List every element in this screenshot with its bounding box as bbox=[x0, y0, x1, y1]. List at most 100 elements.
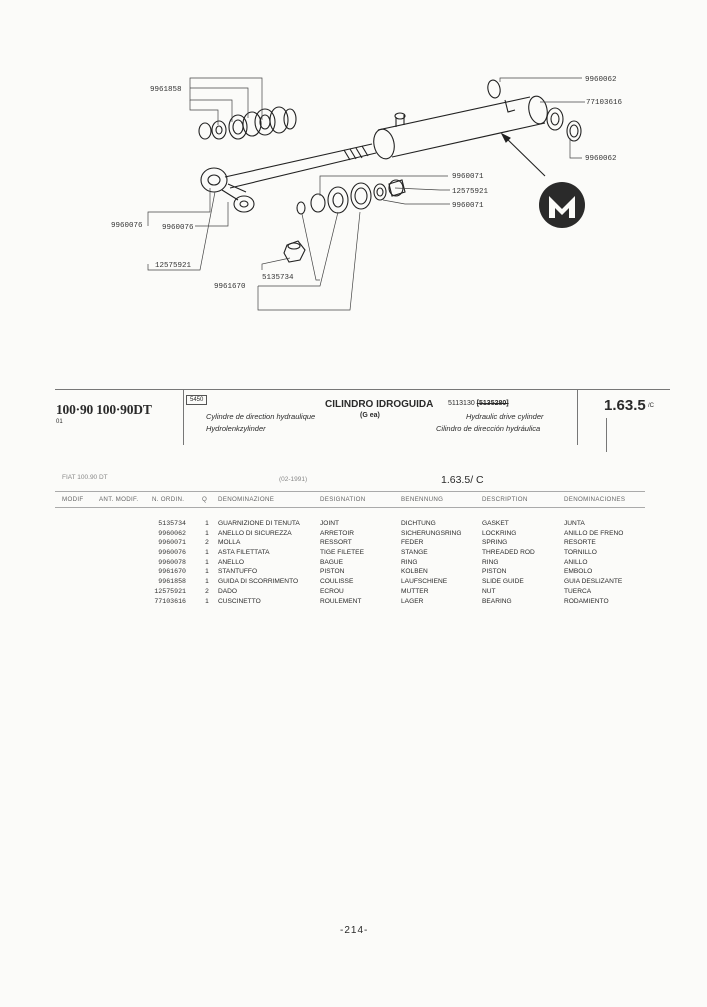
piston-rings bbox=[296, 179, 406, 215]
callout-9960062-bottom: 9960062 bbox=[585, 155, 617, 163]
col-description: DESCRIPTION bbox=[482, 496, 528, 503]
table-cell: SPRING bbox=[482, 539, 508, 547]
section-suffix: /C bbox=[648, 403, 654, 409]
callout-9960071-a: 9960071 bbox=[452, 173, 484, 181]
table-cell: GUIA DESLIZANTE bbox=[564, 578, 623, 586]
pointer-arrow bbox=[501, 133, 546, 177]
header-divider-right bbox=[577, 389, 578, 445]
table-cell: LOCKRING bbox=[482, 529, 517, 537]
table-cell: TUERCA bbox=[564, 587, 592, 595]
table-cell: 1 bbox=[205, 597, 209, 605]
callout-9961858: 9961858 bbox=[150, 86, 182, 94]
table-cell: ANILLO bbox=[564, 558, 588, 566]
table-cell: RESORTE bbox=[564, 539, 596, 547]
callout-9961670: 9961670 bbox=[214, 283, 246, 291]
table-cell: RODAMIENTO bbox=[564, 597, 609, 605]
table-cell: TORNILLO bbox=[564, 549, 597, 557]
table-cell: STANGE bbox=[401, 549, 428, 557]
table-cell: RESSORT bbox=[320, 539, 352, 547]
table-cell: ARRETOIR bbox=[320, 529, 354, 537]
table-cell: RING bbox=[482, 558, 499, 566]
table-cell: GASKET bbox=[482, 520, 509, 527]
title-spanish: Cilindro de dirección hydráulica bbox=[436, 424, 541, 433]
col-modif: MODIF bbox=[62, 496, 84, 503]
table-cell: FEDER bbox=[401, 539, 424, 547]
table-cell: ASTA FILETTATA bbox=[218, 549, 270, 557]
table-cell: ANELLO bbox=[218, 558, 245, 566]
parts-english: GASKET LOCKRING SPRING THREADED ROD RING… bbox=[482, 519, 535, 606]
section-number: 1.63.5 bbox=[604, 397, 646, 414]
table-row: 9960071 bbox=[158, 539, 186, 547]
table-cell: GUIDA DI SCORRIMENTO bbox=[218, 578, 299, 586]
table-row: 9961858 bbox=[158, 578, 186, 586]
brand-logo bbox=[539, 182, 585, 228]
table-row: 5135734 bbox=[158, 520, 186, 527]
title-german: Hydrolenkzylinder bbox=[206, 424, 266, 433]
parts-numbers: 5135734 9960062 9960071 9960076 9960078 … bbox=[138, 519, 186, 606]
reference-number: 5113130 bbox=[448, 400, 475, 407]
table-cell: DICHTUNG bbox=[401, 520, 436, 527]
columns-top-rule bbox=[55, 491, 645, 492]
table-cell: ROULEMENT bbox=[320, 597, 362, 605]
parts-italian: GUARNIZIONE DI TENUTA ANELLO DI SICUREZZ… bbox=[218, 519, 300, 606]
title-gen-code: (G ea) bbox=[360, 412, 380, 419]
table-cell: ECROU bbox=[320, 587, 344, 595]
table-row: 9960078 bbox=[158, 558, 186, 566]
table-cell: TIGE FILETEE bbox=[320, 549, 364, 557]
subheader-model: FIAT 100.90 DT bbox=[62, 474, 108, 481]
nut bbox=[283, 240, 306, 263]
callout-77103616: 77103616 bbox=[586, 99, 623, 107]
table-cell: STANTUFFO bbox=[218, 568, 258, 576]
end-rings bbox=[487, 79, 582, 142]
table-cell: 1 bbox=[205, 578, 209, 586]
table-cell: JUNTA bbox=[564, 520, 585, 527]
table-cell: PISTON bbox=[320, 568, 345, 576]
table-cell: 1 bbox=[205, 558, 209, 566]
callout-9960076-b: 9960076 bbox=[162, 224, 194, 232]
title-french: Cylindre de direction hydraulique bbox=[206, 412, 316, 421]
table-cell: BEARING bbox=[482, 597, 512, 605]
header-top-rule bbox=[55, 389, 670, 390]
piston-rod bbox=[224, 143, 377, 189]
table-row: 12575921 bbox=[154, 587, 186, 595]
table-cell: 2 bbox=[205, 587, 209, 595]
table-cell: RING bbox=[401, 558, 418, 566]
table-cell: SLIDE GUIDE bbox=[482, 578, 524, 586]
table-cell: THREADED ROD bbox=[482, 549, 535, 557]
col-denominaciones: DENOMINACIONES bbox=[564, 496, 626, 503]
table-cell: EMBOLO bbox=[564, 568, 593, 576]
table-cell: LAUFSCHIENE bbox=[401, 578, 448, 586]
rod-eye bbox=[200, 167, 255, 213]
table-cell: KOLBEN bbox=[401, 568, 428, 576]
table-cell: COULISSE bbox=[320, 578, 354, 586]
callout-5135734: 5135734 bbox=[262, 274, 294, 282]
table-cell: 1 bbox=[205, 568, 209, 576]
table-cell: JOINT bbox=[320, 520, 340, 527]
callout-12575921-b: 12575921 bbox=[155, 262, 192, 270]
exploded-parts-diagram: 9960062 77103616 9960062 9961858 9960071… bbox=[111, 76, 623, 311]
table-cell: 1 bbox=[205, 549, 209, 557]
table-cell: GUARNIZIONE DI TENUTA bbox=[218, 520, 300, 527]
table-cell: ANELLO DI SICUREZZA bbox=[218, 529, 292, 537]
title-reference: 5113130 [5135280] bbox=[448, 400, 509, 407]
table-row: 9960062 bbox=[158, 529, 186, 537]
table-cell: MUTTER bbox=[401, 587, 429, 595]
parts-quantities: 1 1 2 1 1 1 1 2 1 bbox=[203, 519, 211, 606]
table-cell: 1 bbox=[205, 529, 209, 537]
table-row: 9960076 bbox=[158, 549, 186, 557]
table-cell: 1 bbox=[205, 520, 209, 527]
table-cell: PISTON bbox=[482, 568, 507, 576]
callout-9960071-b: 9960071 bbox=[452, 202, 484, 210]
callout-9960076-a: 9960076 bbox=[111, 222, 143, 230]
col-benennung: BENENNUNG bbox=[401, 496, 444, 503]
cylinder-tube bbox=[373, 95, 548, 160]
table-cell: MOLLA bbox=[218, 539, 241, 547]
model-sub: 01 bbox=[56, 419, 63, 425]
table-cell: NUT bbox=[482, 587, 496, 595]
columns-bottom-rule bbox=[55, 507, 645, 508]
table-cell: SICHERUNGSRING bbox=[401, 529, 462, 537]
subheader-section: 1.63.5/ C bbox=[441, 474, 484, 486]
parts-french: JOINT ARRETOIR RESSORT TIGE FILETEE BAGU… bbox=[320, 519, 364, 606]
table-row: 9961670 bbox=[158, 568, 186, 576]
col-q: Q bbox=[202, 496, 208, 503]
